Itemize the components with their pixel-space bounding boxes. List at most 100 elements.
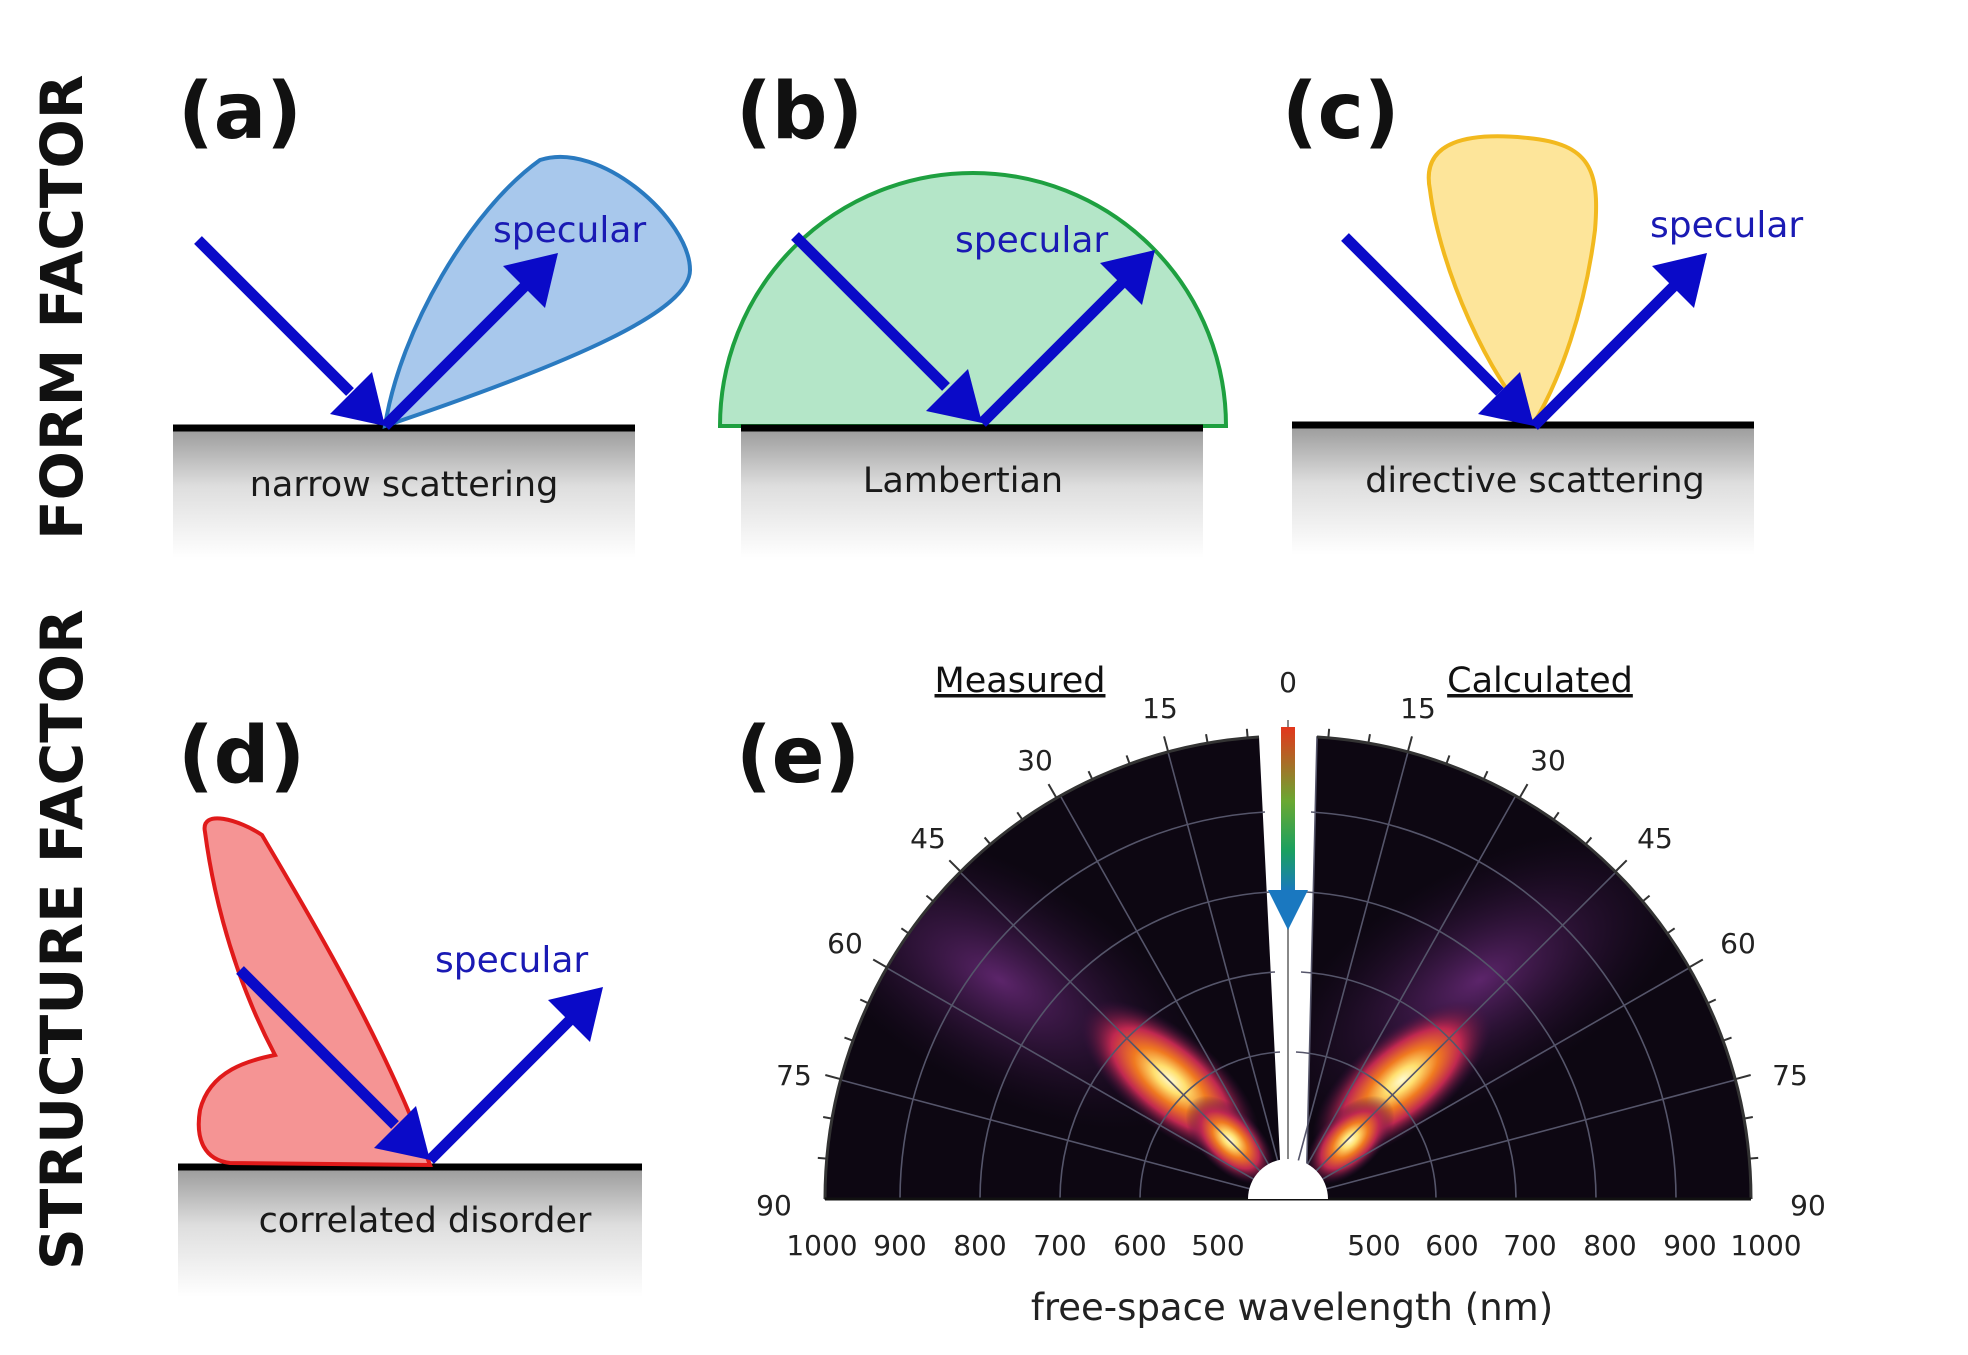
row-label-form-factor: FORM FACTOR (28, 75, 96, 540)
rim-tick (1666, 927, 1676, 935)
surface-block-c (1292, 425, 1754, 555)
angle-tick-45-right: 45 (1637, 822, 1673, 855)
rim-tick (1707, 998, 1717, 1005)
rim-tick (900, 927, 910, 935)
row-label-structure-factor: STRUCTURE FACTOR (28, 609, 96, 1270)
rim-tick (822, 1116, 833, 1120)
surface-label-b: Lambertian (863, 461, 1063, 501)
panel-c: (c) specular directive scattering (1282, 67, 1803, 555)
surface-label-d: correlated disorder (259, 1201, 592, 1241)
specular-arrow-c (1530, 282, 1678, 430)
rim-tick (1205, 733, 1209, 744)
surface-block-a (173, 428, 635, 558)
angle-tick-30-right: 30 (1530, 744, 1566, 777)
angle-tick-75-left: 75 (776, 1059, 812, 1092)
wl-tick-right-800: 800 (1583, 1229, 1636, 1262)
rim-tick (1245, 728, 1249, 738)
rim-tick (1584, 836, 1593, 845)
angle-tick-15-left: 15 (1142, 692, 1178, 725)
angle-tick-75-right: 75 (1772, 1059, 1808, 1092)
rim-tick (1327, 728, 1331, 738)
scattering-lobe-c (1426, 134, 1599, 427)
rim-tick (844, 1036, 854, 1042)
specular-arrowhead-d (548, 987, 603, 1042)
rim-tick (1125, 755, 1131, 765)
rim-tick (1367, 733, 1371, 744)
angle-tick-60-left: 60 (827, 927, 863, 960)
measured-heading: Measured (935, 661, 1106, 701)
panel-label-e: (e) (736, 711, 860, 801)
specular-arrowhead-c (1652, 253, 1707, 308)
wl-tick-left-700: 700 (1033, 1229, 1086, 1262)
wl-tick-right-600: 600 (1425, 1229, 1478, 1262)
specular-arrow-b (978, 279, 1126, 427)
rim-tick (1518, 783, 1529, 799)
rim-tick (1445, 755, 1451, 765)
rim-tick (1743, 1116, 1754, 1120)
outer-rim-left (823, 735, 1260, 1200)
incident-arrow-a (194, 236, 354, 396)
rim-tick (817, 1156, 827, 1160)
panel-e: (e) (736, 661, 1826, 1329)
specular-label-c: specular (1650, 205, 1803, 246)
rim-tick (1642, 894, 1651, 903)
angle-tick-60-right: 60 (1720, 927, 1756, 960)
specular-label-a: specular (493, 210, 646, 251)
incident-arrow-b (791, 232, 950, 391)
wl-tick-left-600: 600 (1113, 1229, 1166, 1262)
panel-b: (b) specular Lambertian (717, 67, 1229, 558)
incident-arrowhead-a (330, 372, 385, 426)
rim-tick (1047, 783, 1058, 799)
angle-tick-90-left: 90 (756, 1189, 792, 1222)
wl-tick-left-800: 800 (953, 1229, 1006, 1262)
angle-tick-45-left: 45 (910, 822, 946, 855)
rim-tick (1482, 770, 1489, 780)
panel-label-d: (d) (178, 711, 305, 801)
rim-tick (1406, 736, 1413, 753)
wl-tick-left-1000: 1000 (786, 1229, 857, 1262)
angle-tick-30-left: 30 (1017, 744, 1053, 777)
rim-tick (983, 836, 992, 845)
incident-arrowhead-d (374, 1106, 430, 1160)
rim-tick (825, 1074, 842, 1081)
rim-tick (1734, 1074, 1751, 1081)
incident-arrowhead-c (1478, 372, 1534, 426)
rim-tick (1552, 811, 1560, 821)
outer-rim-right (1316, 735, 1753, 1200)
panel-label-a: (a) (178, 67, 302, 157)
rim-tick (925, 894, 934, 903)
calculated-heading: Calculated (1447, 661, 1633, 701)
panel-a: (a) specular narrow scattering (173, 67, 693, 558)
rim-tick (948, 859, 962, 873)
rim-tick (872, 958, 888, 969)
panel-label-b: (b) (736, 67, 863, 157)
rim-tick (1163, 736, 1170, 753)
rim-tick (1614, 859, 1628, 873)
rim-tick (1722, 1036, 1732, 1042)
incident-beam (1281, 727, 1295, 892)
angle-tick-0: 0 (1279, 666, 1297, 699)
surface-label-c: directive scattering (1365, 461, 1705, 501)
angle-tick-15-right: 15 (1400, 692, 1436, 725)
wl-tick-left-900: 900 (873, 1229, 926, 1262)
incident-beam-arrowhead (1268, 890, 1308, 930)
incident-arrow-d (236, 966, 399, 1129)
scattering-lobe-b (717, 171, 1229, 428)
specular-arrowhead-a (503, 253, 558, 308)
panel-d: (d) specular correlated disorder (178, 711, 642, 1297)
rim-tick (1749, 1156, 1759, 1160)
wl-tick-right-700: 700 (1503, 1229, 1556, 1262)
specular-arrow-a (381, 282, 529, 430)
wl-tick-right-1000: 1000 (1730, 1229, 1801, 1262)
rim-tick (1016, 811, 1024, 821)
incident-arrowhead-b (926, 369, 982, 423)
specular-label-d: specular (435, 940, 588, 981)
scattering-lobe-d (196, 816, 433, 1168)
wl-tick-right-900: 900 (1663, 1229, 1716, 1262)
specular-arrowhead-b (1100, 250, 1155, 305)
rim-tick (1688, 958, 1704, 969)
wl-tick-left-500: 500 (1191, 1229, 1244, 1262)
surface-block-d (178, 1167, 642, 1297)
surface-label-a: narrow scattering (250, 465, 559, 505)
